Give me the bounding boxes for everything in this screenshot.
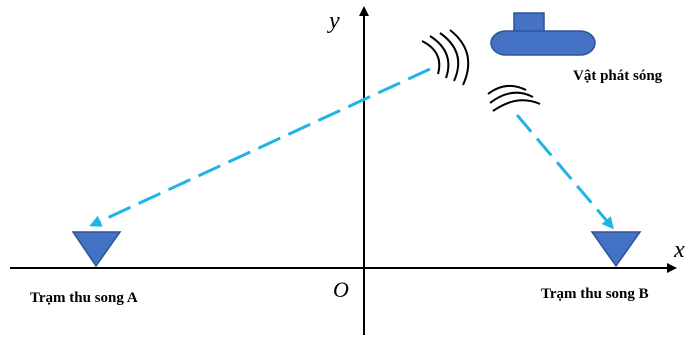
signal-waves-lower [487, 84, 541, 112]
y-axis-label: y [327, 8, 340, 34]
station-a-label: Trạm thu song A [30, 290, 138, 306]
x-axis-label: x [673, 237, 685, 263]
station-b-receiver [590, 231, 642, 268]
station-b-label: Trạm thu song B [541, 286, 649, 302]
station-a-receiver [71, 231, 122, 268]
origin-label: O [333, 277, 349, 302]
signal-path-to-station-a [89, 67, 431, 227]
emitter-icon [490, 12, 596, 56]
signal-waves-upper [421, 29, 470, 86]
signal-path-to-station-b [515, 114, 614, 230]
emitter-label: Vật phát sóng [573, 68, 663, 84]
